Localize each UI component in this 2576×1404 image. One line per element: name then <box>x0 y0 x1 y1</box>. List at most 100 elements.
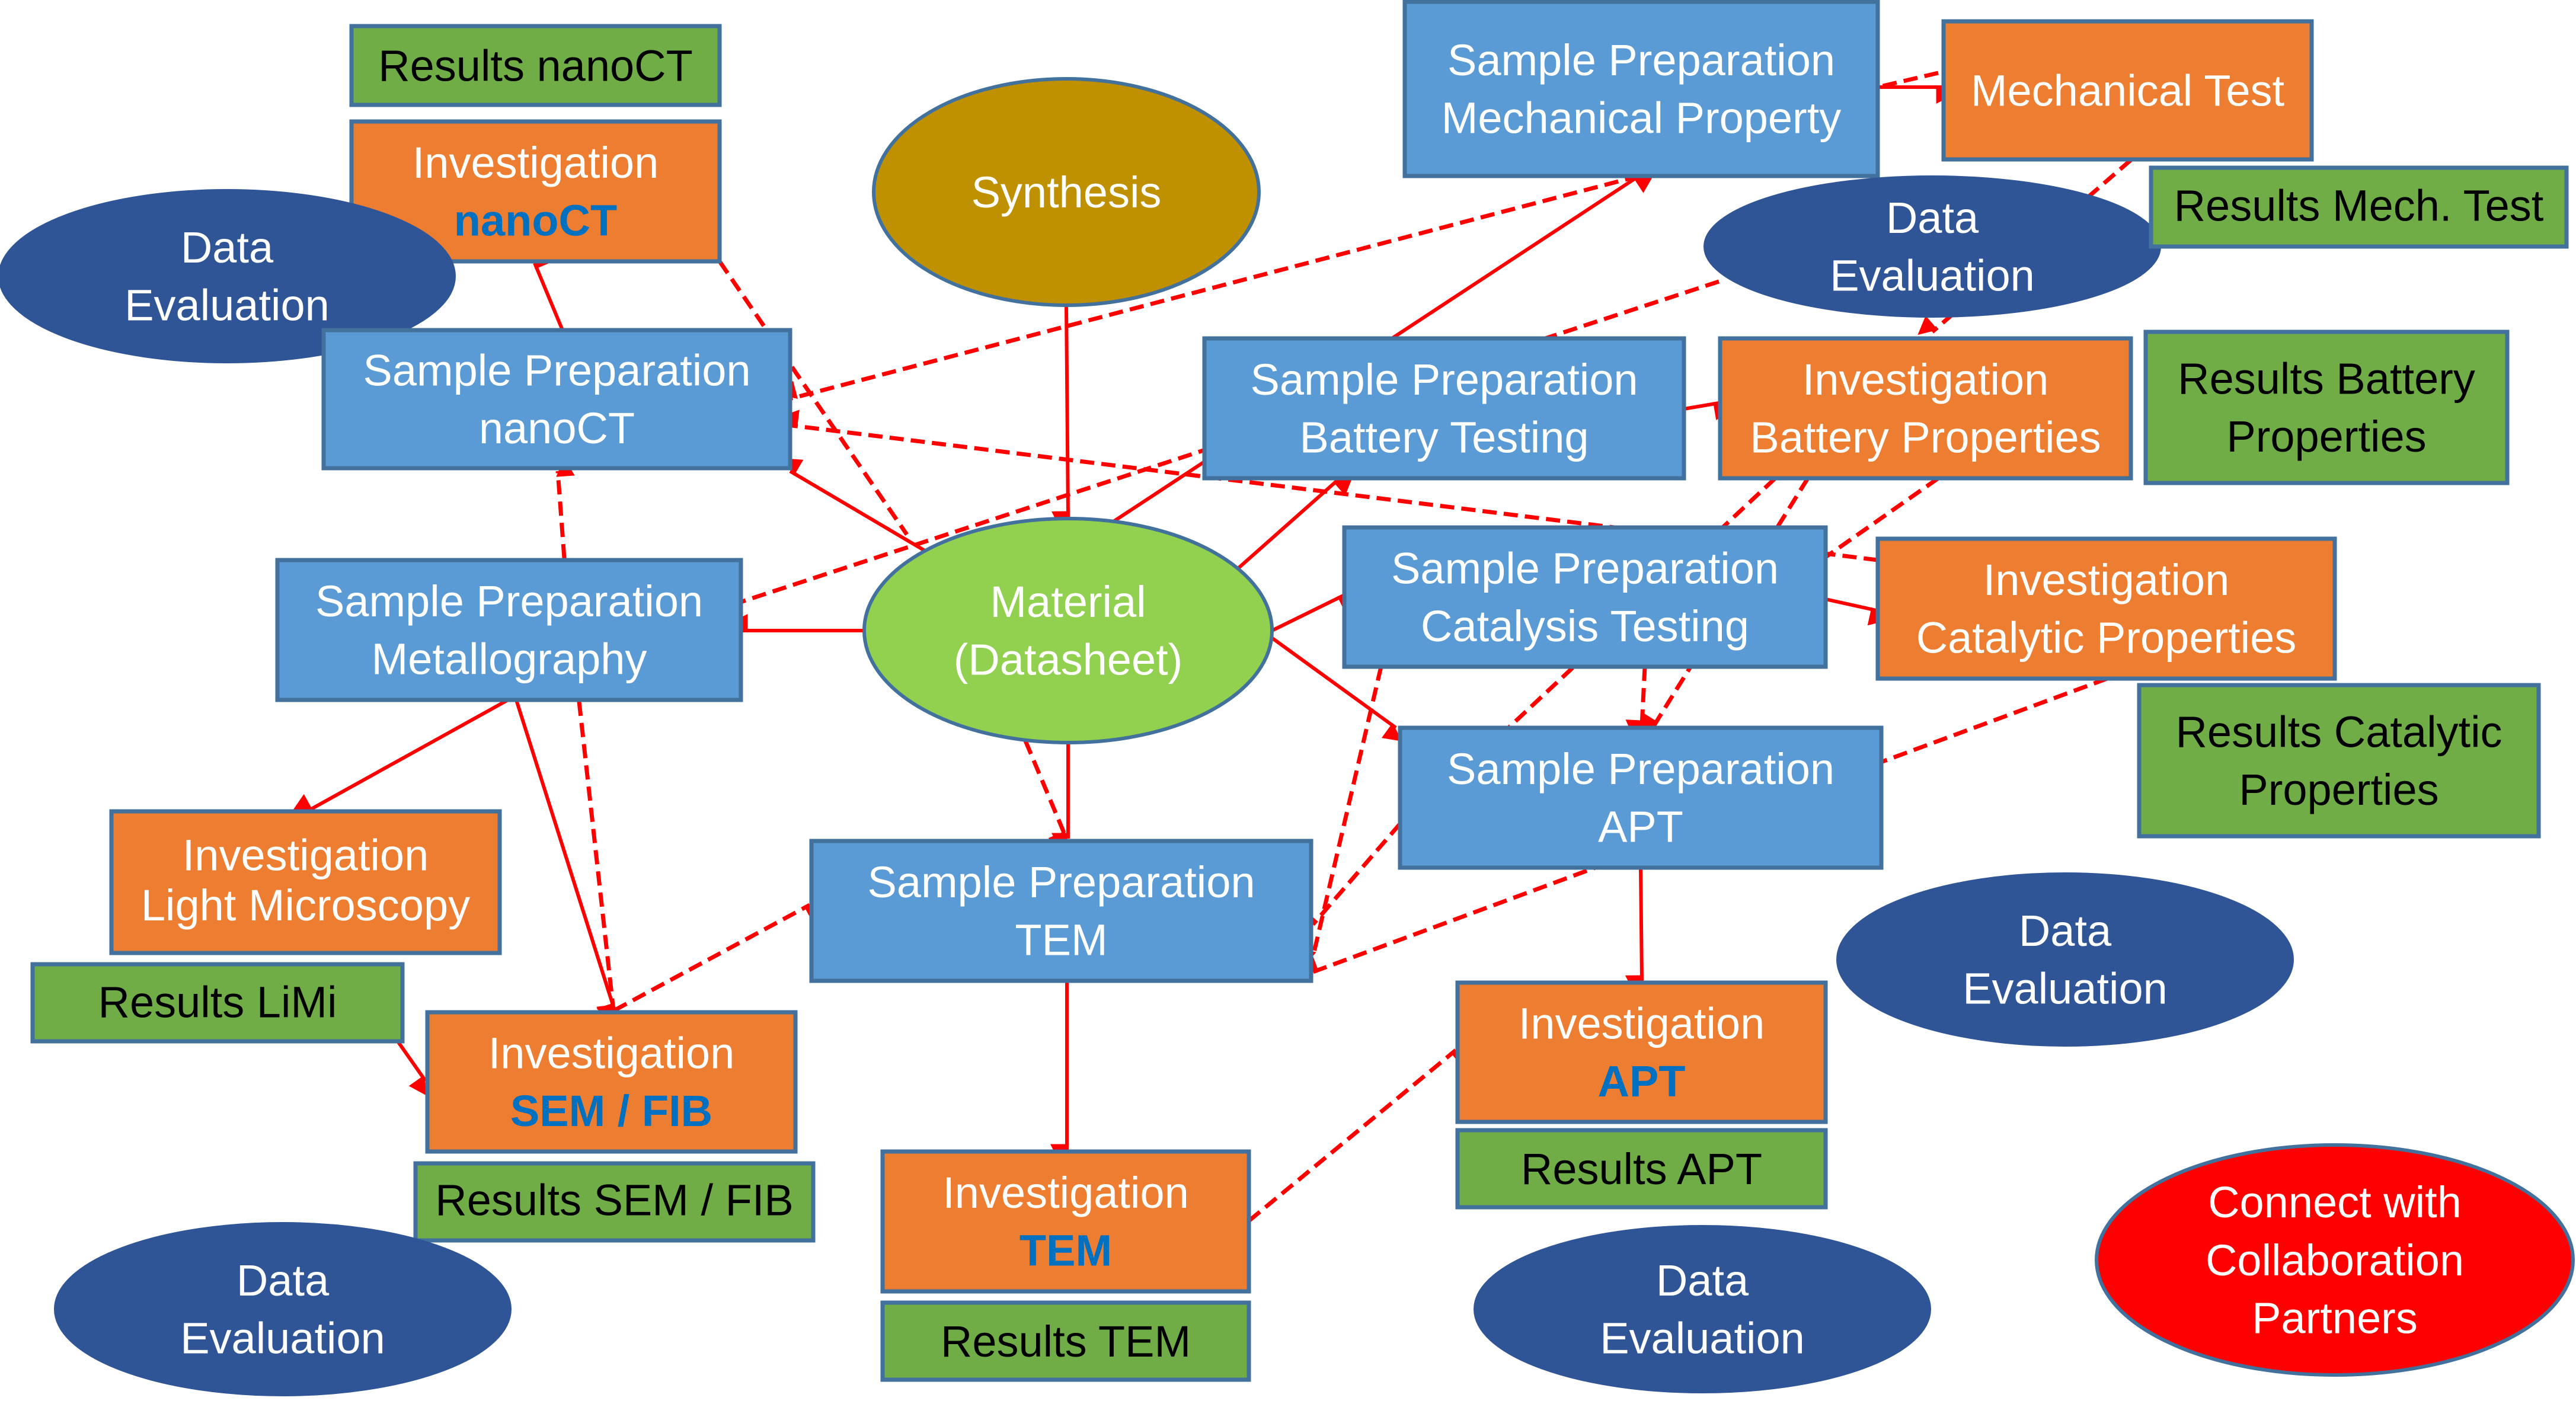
node-synthesis[interactable]: Synthesis <box>872 77 1261 307</box>
node-label: Data <box>181 223 274 272</box>
connections-layer <box>292 71 2133 1223</box>
connector-inv-limi-to-inv-semfib <box>396 1040 427 1096</box>
node-box <box>109 809 502 955</box>
node-ellipse <box>2095 1143 2575 1377</box>
connector-sp-apt-to-inv-apt <box>1625 867 1644 994</box>
node-box <box>2149 165 2569 249</box>
node-results-semfib[interactable]: Results SEM / FIB <box>413 1161 816 1243</box>
node-label: Sample Preparation <box>1250 355 1638 404</box>
node-label: Data <box>1886 193 1979 242</box>
node-label: Mechanical Property <box>1442 94 1842 143</box>
connector-inv-tem-to-inv-apt <box>1247 1047 1471 1223</box>
node-ellipse <box>54 1222 512 1396</box>
connector-material-to-sp-apt <box>1270 635 1402 741</box>
connector-material-to-sp-catalysis <box>1271 594 1359 632</box>
node-box <box>1202 336 1686 481</box>
node-label: Catalytic Properties <box>1916 613 2297 663</box>
connector-inv-nanoct-to-material <box>718 260 909 536</box>
connector-mech-test-to-sp-mech <box>1877 71 1939 89</box>
node-label: Sample Preparation <box>1391 544 1779 593</box>
node-label: Results Mech. Test <box>2174 181 2544 231</box>
node-label: Data <box>236 1256 330 1305</box>
node-results-mech[interactable]: Results Mech. Test <box>2149 165 2569 249</box>
node-sp-nanoct[interactable]: Sample Preparation nanoCT <box>321 328 792 471</box>
node-mech-test[interactable]: Mechanical Test <box>1941 19 2314 162</box>
node-box <box>1402 0 1880 178</box>
node-label: Investigation <box>1519 999 1765 1048</box>
node-results-tem[interactable]: Results TEM <box>880 1300 1251 1382</box>
node-ellipse <box>872 77 1261 307</box>
node-label: Results APT <box>1521 1144 1762 1194</box>
connector-material-to-sp-tem <box>1023 740 1068 852</box>
node-label: Battery Properties <box>1750 413 2101 462</box>
node-label: Synthesis <box>971 168 1162 217</box>
node-box <box>1875 536 2337 681</box>
node-box <box>1342 525 1828 669</box>
node-label-highlight: TEM <box>1019 1226 1112 1275</box>
node-box <box>321 328 792 471</box>
node-label: Results nanoCT <box>378 41 693 90</box>
node-label: Properties <box>2226 412 2426 461</box>
node-label: Investigation <box>183 831 429 880</box>
node-box <box>30 962 405 1044</box>
connector-sp-catalysis-to-sp-apt <box>1625 666 1647 739</box>
node-ellipse <box>862 517 1274 744</box>
node-label: Sample Preparation <box>363 346 750 395</box>
connector-sp-battery-to-inv-battery <box>1683 401 1733 421</box>
node-ellipse <box>1474 1225 1931 1393</box>
connector-inv-battery-to-sp-apt <box>1640 477 1810 734</box>
node-box <box>1455 980 1828 1124</box>
node-label: (Datasheet) <box>954 635 1183 685</box>
connector-material-to-sp-nanoct <box>782 458 926 552</box>
node-label: Sample Preparation <box>867 858 1255 907</box>
node-box <box>349 24 722 107</box>
connector-synthesis-to-material <box>1051 305 1070 530</box>
node-ellipse <box>0 189 456 363</box>
node-label: Battery Testing <box>1299 413 1589 462</box>
node-label: Partners <box>2252 1294 2418 1343</box>
node-results-nanoct[interactable]: Results nanoCT <box>349 24 722 107</box>
node-label: Investigation <box>488 1029 735 1078</box>
node-label: Investigation <box>413 138 659 187</box>
node-ellipse <box>1836 872 2294 1047</box>
node-label: TEM <box>1015 916 1107 965</box>
node-label: Investigation <box>1802 355 2049 404</box>
node-label: Light Microscopy <box>141 881 470 930</box>
node-label: Connect with <box>2208 1178 2462 1227</box>
node-material[interactable]: Material(Datasheet) <box>862 517 1274 744</box>
node-label: Evaluation <box>1830 251 2035 300</box>
node-label: Results TEM <box>941 1317 1191 1366</box>
node-label: Evaluation <box>124 281 330 330</box>
node-results-apt[interactable]: Results APT <box>1455 1128 1828 1210</box>
node-label: nanoCT <box>479 404 635 453</box>
connector-sp-metallo-to-inv-limi <box>292 698 509 813</box>
node-label: Results Battery <box>2178 354 2475 404</box>
node-label: Properties <box>2239 765 2438 814</box>
node-label: Sample Preparation <box>1447 744 1834 794</box>
node-box <box>1941 19 2314 162</box>
node-results-limi[interactable]: Results LiMi <box>30 962 405 1044</box>
